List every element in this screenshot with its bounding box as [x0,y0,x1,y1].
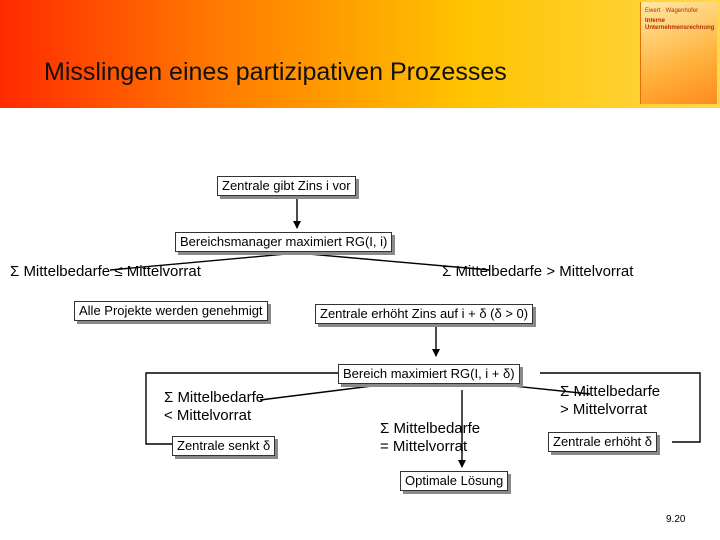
page-number: 9.20 [666,514,686,525]
label-left-condition: Σ Mittelbedarfe ≤ Mittelvorrat [10,263,201,280]
label-cond-gt-line1: Σ Mittelbedarfe [560,383,661,400]
branch-right [296,252,491,271]
slide-title: Misslingen eines partizipativen Prozesse… [44,58,507,86]
node-zentrale-erhoeht-delta: Zentrale erhöht δ [548,432,658,452]
label-cond-lt-line1: Σ Mittelbedarfe [164,389,265,406]
loop-senkt [145,372,338,445]
label-cond-lt-line2: < Mittelvorrat [164,407,252,424]
header-banner [0,0,720,108]
loop-erhoeht [540,372,701,443]
branch-left [109,252,298,271]
node-zentrale-senkt: Zentrale senkt δ [172,436,276,456]
node-zins-vor: Zentrale gibt Zins i vor [217,176,356,196]
node-bm-maximiert: Bereichsmanager maximiert RG(I, i) [175,232,393,252]
node-bereich-maximiert: Bereich maximiert RG(I, i + δ) [338,364,520,384]
label-cond-eq-line2: = Mittelvorrat [380,438,468,455]
book-cover-image: Ewert · Wagenhofer Interne Unternehmensr… [640,2,717,104]
node-alle-genehmigt: Alle Projekte werden genehmigt [74,301,268,321]
book-title-line2: Unternehmensrechnung [645,25,715,31]
node-zentrale-erhoeht-zins: Zentrale erhöht Zins auf i + δ (δ > 0) [315,304,534,324]
book-author: Ewert · Wagenhofer [645,8,699,14]
label-cond-gt-line2: > Mittelvorrat [560,401,648,418]
node-optimale-loesung: Optimale Lösung [400,471,509,491]
label-right-condition: Σ Mittelbedarfe > Mittelvorrat [442,263,634,280]
book-title-line1: Interne [645,18,666,24]
label-cond-eq-line1: Σ Mittelbedarfe [380,420,481,437]
